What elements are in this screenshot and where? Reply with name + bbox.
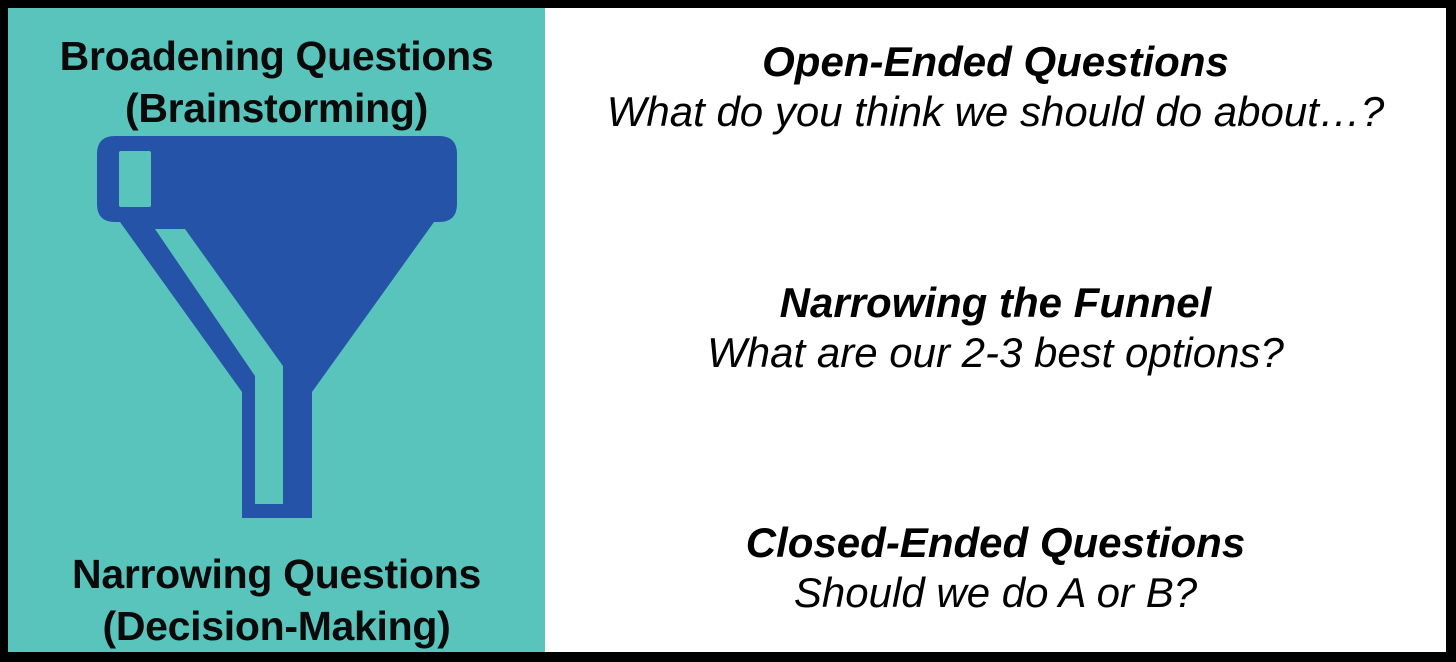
broadening-questions-line2: (Brainstorming) <box>124 85 428 132</box>
broadening-questions-heading: Broadening Questions (Brainstorming) <box>60 30 494 134</box>
narrowing-the-funnel-title: Narrowing the Funnel <box>779 278 1212 326</box>
question-block-narrowing-funnel: Narrowing the Funnel What are our 2-3 be… <box>563 279 1428 378</box>
question-block-open-ended: Open-Ended Questions What do you think w… <box>563 38 1428 137</box>
closed-ended-questions-example: Should we do A or B? <box>793 569 1198 617</box>
funnel-top-notch-highlight <box>118 151 151 208</box>
funnel-icon <box>96 136 457 519</box>
narrowing-questions-line1: Narrowing Questions <box>72 550 481 597</box>
open-ended-questions-example: What do you think we should do about…? <box>606 88 1385 136</box>
narrowing-questions-heading: Narrowing Questions (Decision-Making) <box>72 548 481 652</box>
funnel-inner-highlight-stripe <box>154 229 283 505</box>
open-ended-questions-title: Open-Ended Questions <box>762 38 1229 85</box>
left-panel: Broadening Questions (Brainstorming) Nar… <box>8 8 545 652</box>
question-block-closed-ended: Closed-Ended Questions Should we do A or… <box>563 519 1428 618</box>
funnel-body-shape <box>96 136 457 519</box>
slide-content: Broadening Questions (Brainstorming) Nar… <box>8 8 1446 652</box>
narrowing-questions-line2: (Decision-Making) <box>102 602 451 649</box>
closed-ended-questions-title: Closed-Ended Questions <box>745 519 1246 567</box>
right-panel: Open-Ended Questions What do you think w… <box>545 8 1446 652</box>
narrowing-the-funnel-example: What are our 2-3 best options? <box>707 328 1284 376</box>
broadening-questions-line1: Broadening Questions <box>59 33 494 79</box>
funnel-illustration <box>8 136 545 542</box>
